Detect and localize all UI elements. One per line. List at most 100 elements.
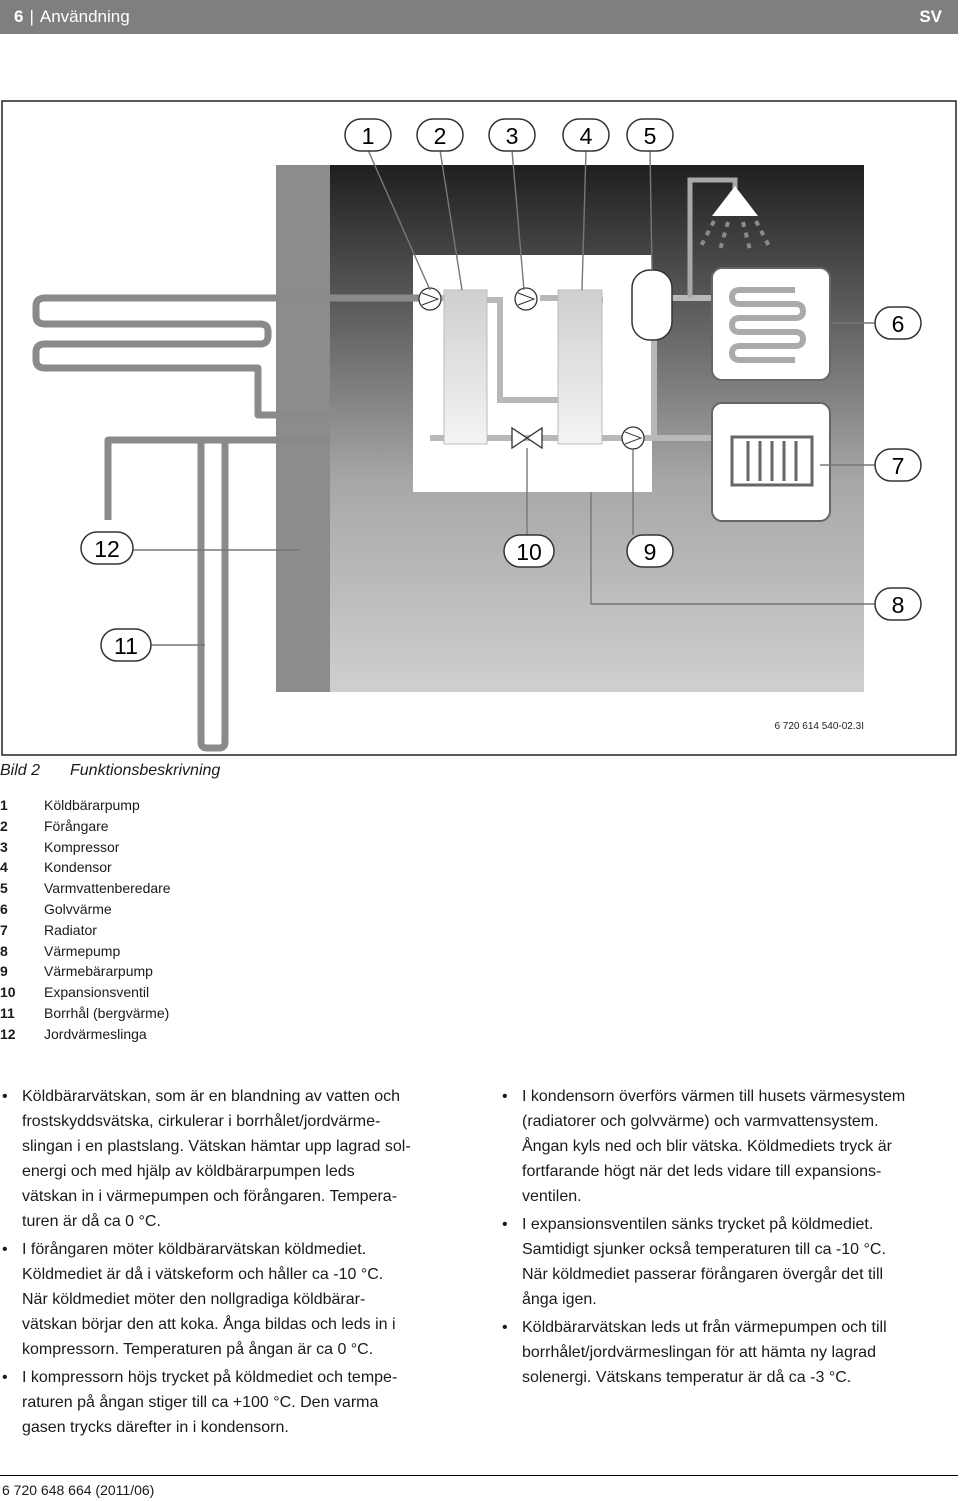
legend-text: Varmvattenberedare	[44, 880, 171, 897]
description-left-column: Köldbärarvätskan, som är en blandning av…	[0, 1084, 460, 1443]
bullet-line: (radiatorer och golvvärme) och varmvatte…	[522, 1113, 879, 1130]
bullet-item: Köldbärarvätskan, som är en blandning av…	[0, 1084, 460, 1234]
bullet-line: I expansionsventilen sänks trycket på kö…	[522, 1216, 874, 1233]
bullet-line: turen är då ca 0 °C.	[22, 1213, 161, 1230]
bullet-line: I kondensorn överförs värmen till husets…	[522, 1088, 906, 1105]
legend-number: 3	[0, 838, 8, 855]
bullet-line: energi och med hjälp av köldbärarpumpen …	[22, 1163, 355, 1180]
bullet-line: raturen på ångan stiger till ca +100 °C.…	[22, 1394, 379, 1411]
legend-item: 1 Köldbärarpump	[0, 797, 171, 818]
label-7-text: 7	[892, 453, 905, 479]
label-9-text: 9	[644, 539, 657, 565]
label-10: 10	[503, 534, 555, 568]
legend-item: 6 Golvvärme	[0, 901, 171, 922]
page-number: 6	[14, 7, 24, 26]
legend-number: 7	[0, 921, 8, 938]
legend-item: 4 Kondensor	[0, 859, 171, 880]
footer-divider	[0, 1475, 958, 1476]
label-5: 5	[626, 118, 674, 152]
legend-number: 1	[0, 797, 8, 813]
legend-number: 9	[0, 963, 8, 980]
label-10-text: 10	[516, 539, 542, 565]
collector-loop	[32, 294, 430, 752]
bullet-line: frostskyddsvätska, cirkulerar i borrhåle…	[22, 1113, 381, 1130]
bullet-line: solenergi. Vätskans temperatur är då ca …	[522, 1369, 852, 1386]
bullet-line: vätskan in i värmepumpen och förångaren.…	[22, 1188, 398, 1205]
caption-label: Bild 2	[0, 762, 41, 779]
legend-text: Kondensor	[44, 859, 112, 876]
label-1: 1	[344, 118, 392, 152]
legend-number: 4	[0, 859, 8, 876]
header-left: 6|Användning	[14, 7, 130, 27]
label-6: 6	[874, 306, 922, 340]
bullet-line: ventilen.	[522, 1188, 582, 1205]
bullet-line: fortfarande högt när det leds vidare til…	[522, 1163, 882, 1180]
legend-text: Jordvärmeslinga	[44, 1025, 147, 1042]
legend-text: Förångare	[44, 817, 109, 834]
brine-pump-arrow	[421, 292, 440, 306]
legend-text: Radiator	[44, 921, 97, 938]
bullet-line: I kompressorn höjs trycket på köldmediet…	[22, 1369, 398, 1386]
label-3: 3	[488, 118, 536, 152]
bullet-line: I förångaren möter köldbärarvätskan köld…	[22, 1241, 367, 1258]
legend-number: 5	[0, 880, 8, 897]
label-2: 2	[416, 118, 464, 152]
legend-item: 7 Radiator	[0, 922, 171, 943]
label-3-text: 3	[506, 123, 519, 149]
bullet-item: I expansionsventilen sänks trycket på kö…	[500, 1212, 960, 1312]
wall-band	[276, 165, 330, 692]
label-8: 8	[874, 587, 922, 621]
legend-item: 11 Borrhål (bergvärme)	[0, 1005, 171, 1026]
document-number: 6 720 648 664 (2011/06)	[2, 1482, 155, 1498]
label-8-text: 8	[892, 592, 905, 618]
label-11-text: 11	[114, 633, 138, 659]
label-9: 9	[626, 534, 674, 568]
shower	[687, 177, 772, 298]
label-6-text: 6	[892, 311, 905, 337]
expansion-valve-symbol	[511, 426, 543, 450]
bullet-line: När köldmediet passerar förångaren överg…	[522, 1266, 884, 1283]
floor-heating-panel	[711, 267, 831, 381]
bullet-line: ånga igen.	[522, 1291, 597, 1308]
bullet-item: I förångaren möter köldbärarvätskan köld…	[0, 1237, 460, 1362]
leader-lines	[131, 149, 875, 646]
legend-text: Köldbärarpump	[44, 797, 140, 813]
condenser	[557, 289, 603, 445]
bullet-line: slingan i en plastslang. Vätskan hämtar …	[22, 1138, 411, 1155]
caption-title: Funktionsbeskrivning	[70, 762, 221, 779]
bullet-line: kompressorn. Temperaturen på ångan är ca…	[22, 1341, 374, 1358]
label-7: 7	[874, 448, 922, 482]
legend-number: 6	[0, 900, 8, 917]
legend-text: Golvvärme	[44, 900, 112, 917]
label-2-text: 2	[434, 123, 447, 149]
bullet-item: I kompressorn höjs trycket på köldmediet…	[0, 1365, 460, 1440]
language-code: SV	[919, 7, 942, 26]
bullet-line: Ångan kyls ned och blir vätska. Köldmedi…	[522, 1138, 892, 1155]
compressor-arrow	[517, 292, 536, 306]
function-diagram: 1 2 3 4 5 6 7 8 9 10 11 12 6 720 614 540…	[1, 100, 957, 756]
bullet-line: Samtidigt sjunker också temperaturen til…	[522, 1241, 886, 1258]
legend-number: 11	[0, 1004, 15, 1021]
legend-item: 9 Värmebärarpump	[0, 963, 171, 984]
bullet-line: Köldmediet är då i vätskeform och håller…	[22, 1266, 384, 1283]
bullet-item: Köldbärarvätskan leds ut från värmepumpe…	[500, 1315, 960, 1390]
figure-labels: 1 2 3 4 5 6 7 8 9 10 11 12	[80, 118, 922, 662]
bullet-line: Köldbärarvätskan leds ut från värmepumpe…	[522, 1319, 887, 1336]
hot-water-tank	[631, 269, 673, 341]
label-4: 4	[562, 118, 610, 152]
legend-text: Värmepump	[44, 942, 121, 959]
description-right-column: I kondensorn överförs värmen till husets…	[500, 1084, 960, 1393]
bullet-line: Köldbärarvätskan, som är en blandning av…	[22, 1088, 401, 1105]
label-4-text: 4	[580, 123, 593, 149]
legend-item: 5 Varmvattenberedare	[0, 880, 171, 901]
legend-text: Borrhål (bergvärme)	[44, 1004, 170, 1021]
legend-text: Värmebärarpump	[44, 963, 153, 980]
bullet-line: vätskan börjar den att koka. Ånga bildas…	[22, 1316, 396, 1333]
bullet-line: När köldmediet möter den nollgradiga köl…	[22, 1291, 366, 1308]
legend-number: 10	[0, 984, 16, 1001]
